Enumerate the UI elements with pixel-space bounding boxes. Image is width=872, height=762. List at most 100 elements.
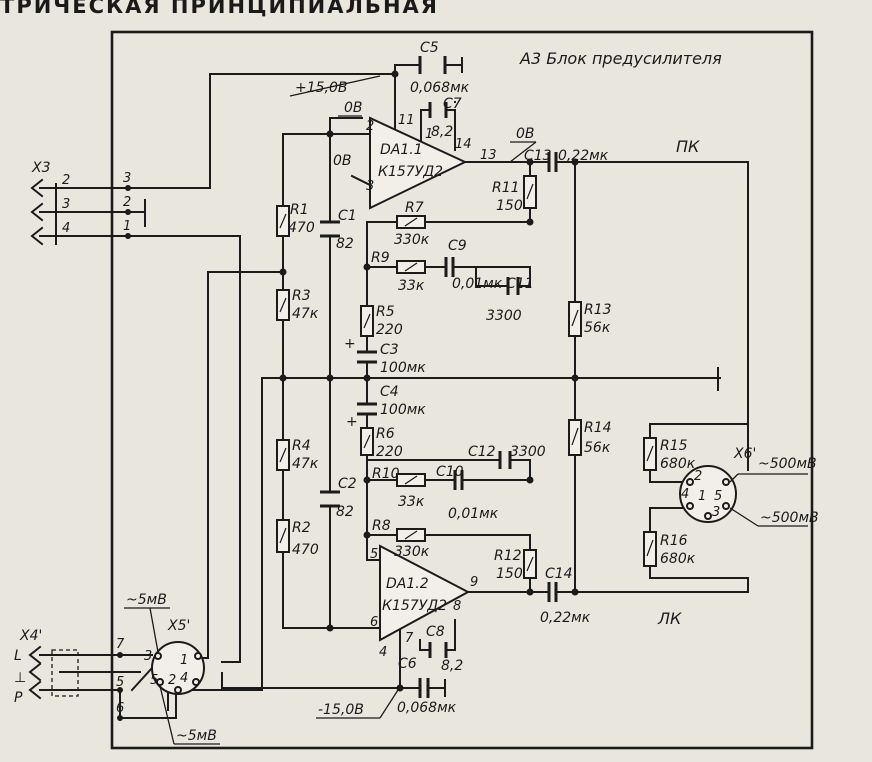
capacitor-c10: C10 0,01мк xyxy=(436,464,499,522)
resistor-r7: R7 330к xyxy=(394,200,430,248)
svg-text:ЛК: ЛК xyxy=(657,609,682,628)
svg-text:R8: R8 xyxy=(372,518,391,534)
opamp-da11: DA1.1 К157УД2 2 3 11 1 14 13 xyxy=(366,113,497,210)
capacitor-c13: C13 0,22мк xyxy=(524,148,609,172)
svg-text:150: 150 xyxy=(496,566,523,582)
svg-text:R11: R11 xyxy=(492,180,520,196)
svg-text:680к: 680к xyxy=(660,551,696,567)
wires xyxy=(39,64,749,719)
svg-text:9: 9 xyxy=(470,575,478,590)
svg-text:R9: R9 xyxy=(371,250,390,266)
svg-text:3: 3 xyxy=(366,179,374,194)
svg-text:C10: C10 xyxy=(436,464,464,480)
svg-text:5: 5 xyxy=(714,489,722,504)
svg-text:330к: 330к xyxy=(394,544,430,560)
capacitor-c4: + C4 100мк xyxy=(346,384,426,430)
svg-text:47к: 47к xyxy=(292,306,319,322)
capacitor-c9: C9 0,01мк xyxy=(444,238,503,292)
capacitor-c14: C14 0,22мк xyxy=(540,566,591,626)
svg-text:R15: R15 xyxy=(660,438,688,454)
svg-text:5: 5 xyxy=(116,675,124,690)
svg-text:C5: C5 xyxy=(420,40,439,56)
capacitor-c8: C8 8,2 xyxy=(426,624,463,674)
svg-text:X3: X3 xyxy=(31,160,51,176)
svg-text:0,068мк: 0,068мк xyxy=(397,700,457,716)
svg-text:+: + xyxy=(346,414,358,430)
svg-text:0В: 0В xyxy=(344,100,363,116)
block-frame xyxy=(110,30,814,750)
svg-text:R3: R3 xyxy=(292,288,311,304)
svg-text:DA1.1: DA1.1 xyxy=(380,142,423,158)
svg-text:2: 2 xyxy=(123,195,131,210)
svg-text:150: 150 xyxy=(496,198,523,214)
svg-text:К157УД2: К157УД2 xyxy=(378,164,443,180)
svg-text:C8: C8 xyxy=(426,624,445,640)
svg-text:R5: R5 xyxy=(376,304,395,320)
resistor-r10: R10 33к xyxy=(372,466,426,510)
svg-text:5: 5 xyxy=(150,673,158,688)
svg-text:3: 3 xyxy=(144,649,152,664)
svg-text:R12: R12 xyxy=(494,548,522,564)
svg-text:C7: C7 xyxy=(443,96,462,112)
svg-text:+: + xyxy=(344,336,356,352)
svg-text:4: 4 xyxy=(379,645,387,660)
svg-text:82: 82 xyxy=(336,236,354,252)
svg-text:56к: 56к xyxy=(584,440,611,456)
capacitor-c12: C12 3300 xyxy=(468,444,546,469)
svg-text:6: 6 xyxy=(370,615,378,630)
capacitor-c2: C2 82 xyxy=(320,476,357,520)
svg-text:47к: 47к xyxy=(292,456,319,472)
connector-x3: X3 2 3 4 3 2 1 xyxy=(30,160,131,246)
resistor-r9: R9 33к xyxy=(371,250,426,294)
resistor-r15: R15 680к xyxy=(643,437,696,472)
svg-text:R14: R14 xyxy=(584,420,612,436)
svg-text:R4: R4 xyxy=(292,438,311,454)
svg-text:L: L xyxy=(14,648,22,664)
svg-text:100мк: 100мк xyxy=(380,360,426,376)
svg-text:R7: R7 xyxy=(405,200,424,216)
resistor-r5: R5 220 xyxy=(360,304,403,338)
svg-text:5: 5 xyxy=(370,547,378,562)
svg-text:~500мВ: ~500мВ xyxy=(758,456,817,472)
resistor-r3: R3 47к xyxy=(276,288,319,322)
svg-text:4: 4 xyxy=(62,221,70,236)
svg-text:0,22мк: 0,22мк xyxy=(540,610,591,626)
svg-text:~5мВ: ~5мВ xyxy=(126,592,167,608)
svg-text:3300: 3300 xyxy=(486,308,522,324)
svg-text:220: 220 xyxy=(376,322,403,338)
svg-text:3: 3 xyxy=(712,505,720,520)
svg-text:C3: C3 xyxy=(380,342,399,358)
junction-dots xyxy=(117,70,579,721)
svg-text:1: 1 xyxy=(425,127,433,142)
svg-text:8: 8 xyxy=(453,599,461,614)
svg-text:14: 14 xyxy=(455,137,472,152)
svg-text:0,068мк: 0,068мк xyxy=(410,80,470,96)
svg-text:X6': X6' xyxy=(733,446,756,462)
svg-text:7: 7 xyxy=(116,637,125,652)
svg-text:R13: R13 xyxy=(584,302,612,318)
svg-text:2: 2 xyxy=(694,469,702,484)
svg-text:33к: 33к xyxy=(398,278,425,294)
svg-text:0В: 0В xyxy=(516,126,535,142)
block-title: A3 Блок предусилителя xyxy=(519,49,722,68)
svg-text:8,2: 8,2 xyxy=(441,658,463,674)
svg-text:2: 2 xyxy=(62,173,70,188)
svg-text:R6: R6 xyxy=(376,426,395,442)
svg-text:R2: R2 xyxy=(292,520,311,536)
capacitor-c1: C1 82 xyxy=(320,208,357,252)
svg-text:C4: C4 xyxy=(380,384,399,400)
svg-text:4: 4 xyxy=(681,487,689,502)
svg-text:C11: C11 xyxy=(506,276,534,292)
capacitor-c11: C11 3300 xyxy=(486,276,534,324)
connector-x4: X4' L ⊥ P 7 5 6 xyxy=(14,628,125,716)
svg-text:К157УД2: К157УД2 xyxy=(382,598,447,614)
svg-text:⊥: ⊥ xyxy=(14,670,26,686)
resistor-r12: R12 150 xyxy=(494,548,537,582)
svg-text:11: 11 xyxy=(398,113,415,128)
svg-text:56к: 56к xyxy=(584,320,611,336)
svg-text:3: 3 xyxy=(123,171,131,186)
resistor-r13: R13 56к xyxy=(568,301,612,337)
svg-text:1: 1 xyxy=(180,653,188,668)
svg-text:R10: R10 xyxy=(372,466,400,482)
svg-text:-15,0В: -15,0В xyxy=(318,702,364,718)
